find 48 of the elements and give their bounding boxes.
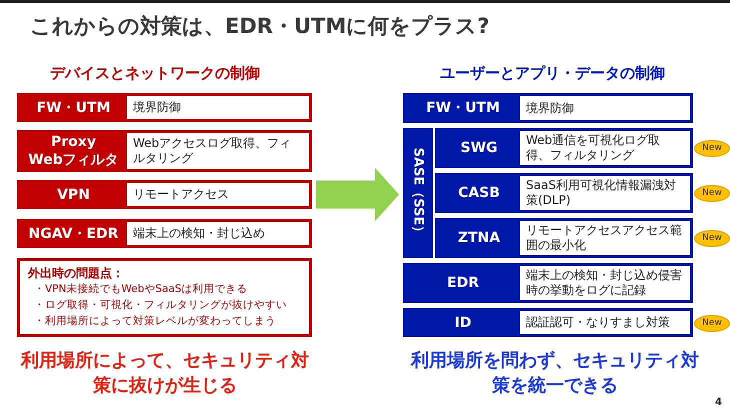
component-name: SWG [459, 139, 499, 158]
group-label: SASE（SSE） [409, 148, 426, 238]
column-heading: デバイスとネットワークの制御 [50, 64, 260, 83]
problem-heading: 外出時の問題点： [28, 265, 125, 281]
component-row [435, 128, 693, 168]
block-arrow [316, 168, 399, 222]
column-heading: ユーザーとアプリ・データの制御 [440, 64, 665, 83]
component-name: EDR [446, 274, 480, 293]
component-description: 境界防御 [520, 96, 690, 120]
new-badge: New [694, 140, 730, 157]
component-description: Webアクセスログ取得、フィルタリング [127, 133, 309, 169]
component-name: ZTNA [456, 229, 502, 248]
component-description: リモートアクセス [127, 183, 309, 206]
component-row [17, 219, 312, 248]
component-row [403, 263, 693, 303]
component-description: 端末上の検知・封じ込め [127, 222, 309, 245]
component-description: リモートアクセスアクセス範囲の最小化 [520, 221, 690, 255]
new-badge: New [694, 230, 730, 247]
component-name: CASB [457, 184, 501, 203]
slide-title: これからの対策は、EDR・UTMに何をプラス? [30, 13, 490, 40]
conclusion-text: 利用場所によって、セキュリティ対策に抜けが生じる [21, 349, 309, 398]
component-row [17, 180, 312, 209]
component-description: 認証認可・なりすまし対策 [520, 311, 690, 334]
component-description: Web通信を可視化ログ取得、フィルタリング [520, 131, 690, 165]
component-description: SaaS利用可視化情報漏洩対策(DLP) [520, 176, 690, 210]
component-row [435, 218, 693, 258]
component-row [435, 173, 693, 213]
problem-item: ・利用場所によって対策レベルが変わってしまう [33, 314, 277, 329]
problem-box [17, 258, 312, 337]
component-name: VPN [56, 186, 91, 204]
page-number: 4 [715, 397, 722, 408]
component-row [403, 93, 693, 123]
component-row [403, 308, 693, 337]
new-badge: New [694, 314, 730, 332]
component-row [17, 130, 312, 172]
conclusion-text: 利用場所を問わず、セキュリティ対策を統一できる [411, 349, 699, 398]
component-name: ID [454, 314, 472, 332]
component-name: Proxy Webフィルタ [27, 133, 120, 169]
component-description: 境界防御 [127, 96, 309, 119]
component-description: 端末上の検知・封じ込め侵害時の挙動をログに記録 [520, 266, 690, 300]
component-name: FW・UTM [425, 99, 501, 118]
problem-item: ・ログ取得・可視化・フィルタリングが抜けやすい [33, 298, 288, 313]
new-badge: New [694, 185, 730, 202]
component-name: NGAV・EDR [28, 224, 120, 244]
component-name: FW・UTM [36, 98, 112, 118]
component-row [17, 93, 312, 122]
problem-item: ・VPN未接続でもWebやSaaSは利用できる [33, 282, 248, 297]
group-band [403, 128, 433, 258]
